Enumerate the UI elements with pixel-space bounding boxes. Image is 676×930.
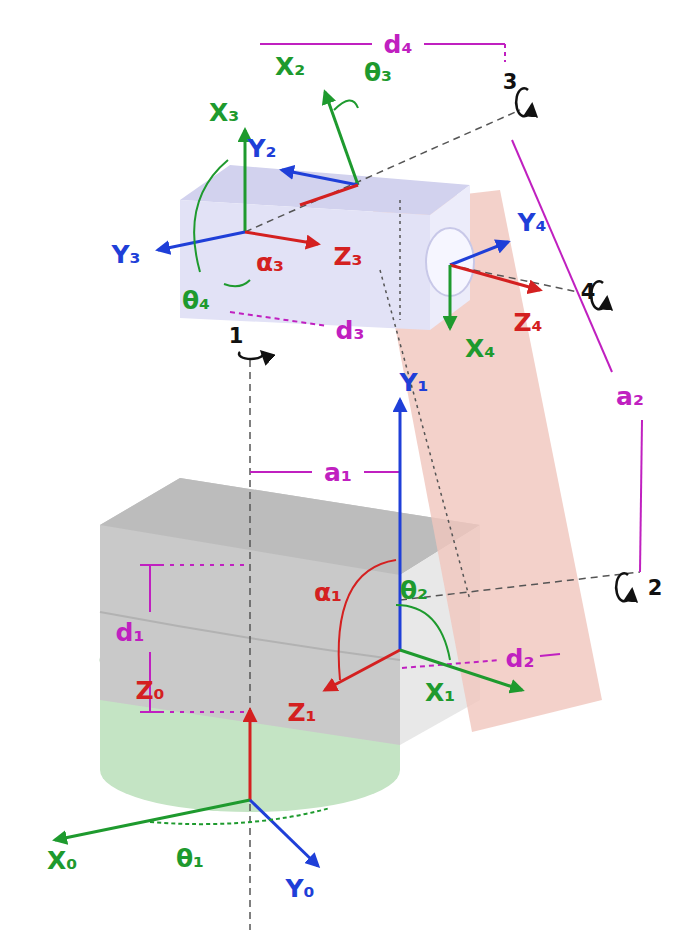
angle-label: θ₂ bbox=[400, 578, 428, 603]
dimension-lines bbox=[140, 44, 642, 712]
joint-number: 1 bbox=[229, 326, 244, 347]
rotation-symbol bbox=[239, 88, 632, 601]
dimension-label: a₁ bbox=[324, 460, 352, 485]
dimension-label: d₂ bbox=[506, 646, 535, 671]
angle-label: θ₄ bbox=[182, 288, 210, 313]
frame-1-axes bbox=[325, 400, 522, 690]
angle-label: α₁ bbox=[314, 580, 342, 605]
dimension-label: a₂ bbox=[616, 384, 644, 409]
axis-label: X₃ bbox=[209, 100, 239, 125]
joint-number: 2 bbox=[648, 578, 663, 599]
axis-label: Z₄ bbox=[513, 310, 542, 335]
forearm-block bbox=[180, 165, 474, 330]
shoulder-block bbox=[100, 478, 480, 745]
axis-label: Y₁ bbox=[399, 370, 428, 395]
dimension-label: d₁ bbox=[116, 620, 145, 645]
angle-label: θ₁ bbox=[176, 846, 204, 871]
axis-label: Y₂ bbox=[247, 136, 276, 161]
dimension-label: d₃ bbox=[336, 318, 365, 343]
joint-number: 4 bbox=[581, 282, 596, 303]
angle-label: θ₃ bbox=[364, 60, 392, 85]
frame-0-axes bbox=[55, 710, 330, 866]
axis-label: X₁ bbox=[425, 680, 455, 705]
joint-axis-lines bbox=[245, 110, 640, 930]
joint-number: 3 bbox=[503, 72, 518, 93]
axis-label: Y₀ bbox=[285, 876, 314, 901]
axis-label: Y₃ bbox=[111, 242, 140, 267]
frame-3-axes bbox=[158, 130, 318, 286]
axis-label: Y₄ bbox=[517, 210, 546, 235]
axis-label: X₂ bbox=[275, 54, 305, 79]
frame-2-axes bbox=[282, 92, 358, 205]
angle-label: α₃ bbox=[256, 250, 284, 275]
axis-label: X₄ bbox=[465, 336, 495, 361]
dimension-label: d₄ bbox=[384, 32, 413, 57]
axis-label: Z₃ bbox=[333, 244, 362, 269]
axis-label: Z₀ bbox=[135, 678, 164, 703]
axis-label: X₀ bbox=[47, 848, 77, 873]
axis-label: Z₁ bbox=[287, 700, 316, 725]
